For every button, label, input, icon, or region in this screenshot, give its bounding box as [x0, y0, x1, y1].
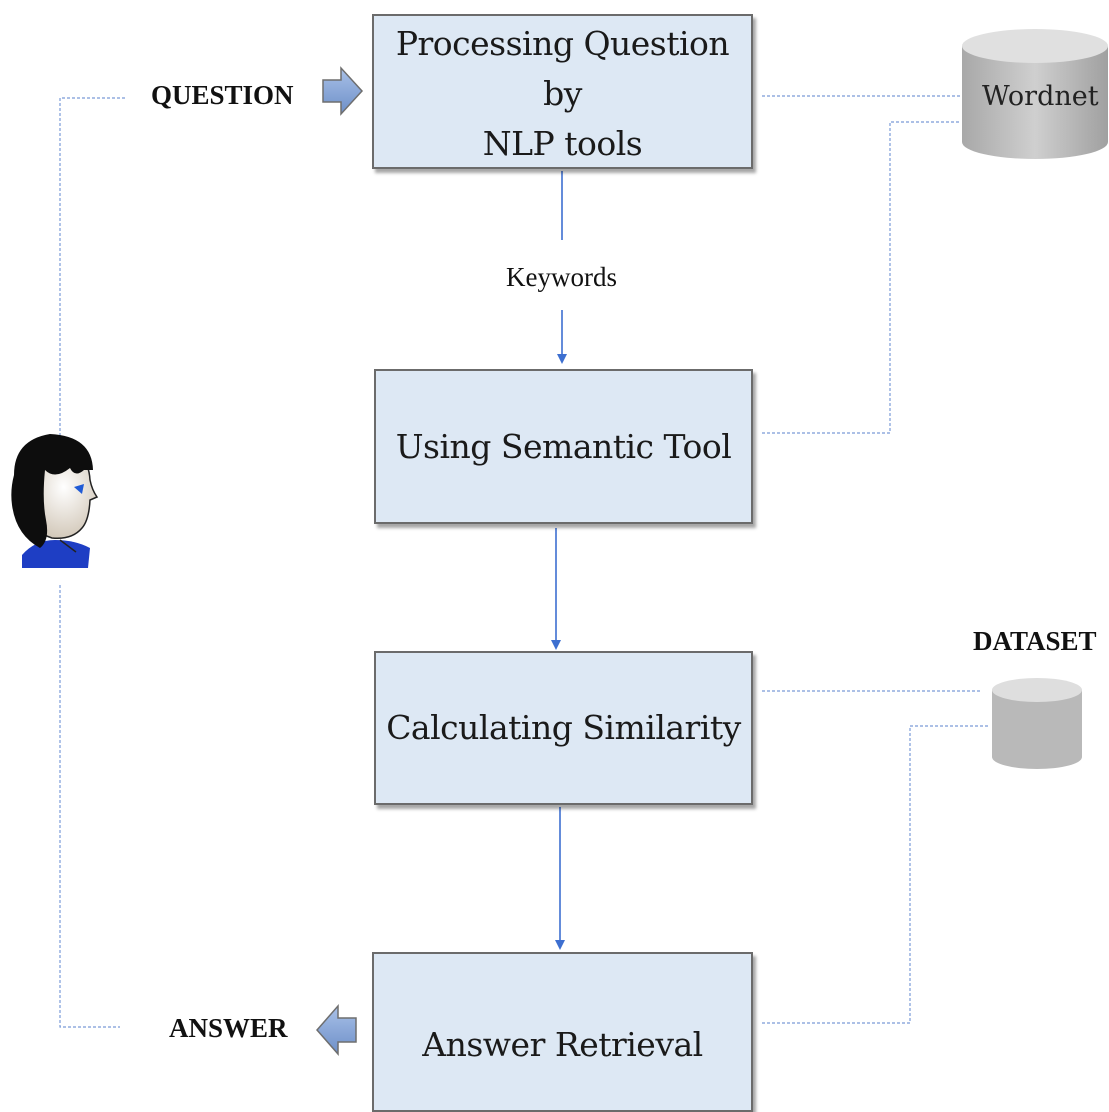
step-answer-retrieval: Answer Retrieval: [372, 952, 753, 1112]
user-question-connector: [59, 97, 125, 440]
dataset-label: DATASET: [973, 626, 1097, 656]
user-head-icon: [11, 434, 99, 568]
step-calculating-similarity-label: Calculating Similarity: [386, 708, 741, 747]
answer-label: ANSWER: [169, 1013, 288, 1043]
step-using-semantic-tool-label: Using Semantic Tool: [395, 426, 732, 466]
step-processing-question: Processing Question by NLP tools: [372, 14, 753, 169]
step-calculating-similarity: Calculating Similarity: [374, 651, 753, 805]
right-arrow-icon: [322, 66, 364, 116]
keywords-edge-label: Keywords: [506, 262, 617, 292]
wordnet-label: Wordnet: [982, 81, 1099, 112]
step-processing-question-line2: NLP tools: [482, 123, 643, 163]
question-label: QUESTION: [151, 80, 294, 110]
left-arrow-icon: [316, 1004, 357, 1056]
step-using-semantic-tool: Using Semantic Tool: [374, 369, 753, 524]
wordnet-database-icon: [962, 29, 1108, 159]
dataset-connector-2: [762, 725, 988, 1024]
step-answer-retrieval-label: Answer Retrieval: [422, 1025, 703, 1064]
step-processing-question-line1: Processing Question by: [395, 23, 730, 113]
wordnet-connector-2: [762, 121, 960, 434]
dataset-database-icon: [992, 678, 1082, 769]
user-answer-connector: [59, 585, 120, 1028]
